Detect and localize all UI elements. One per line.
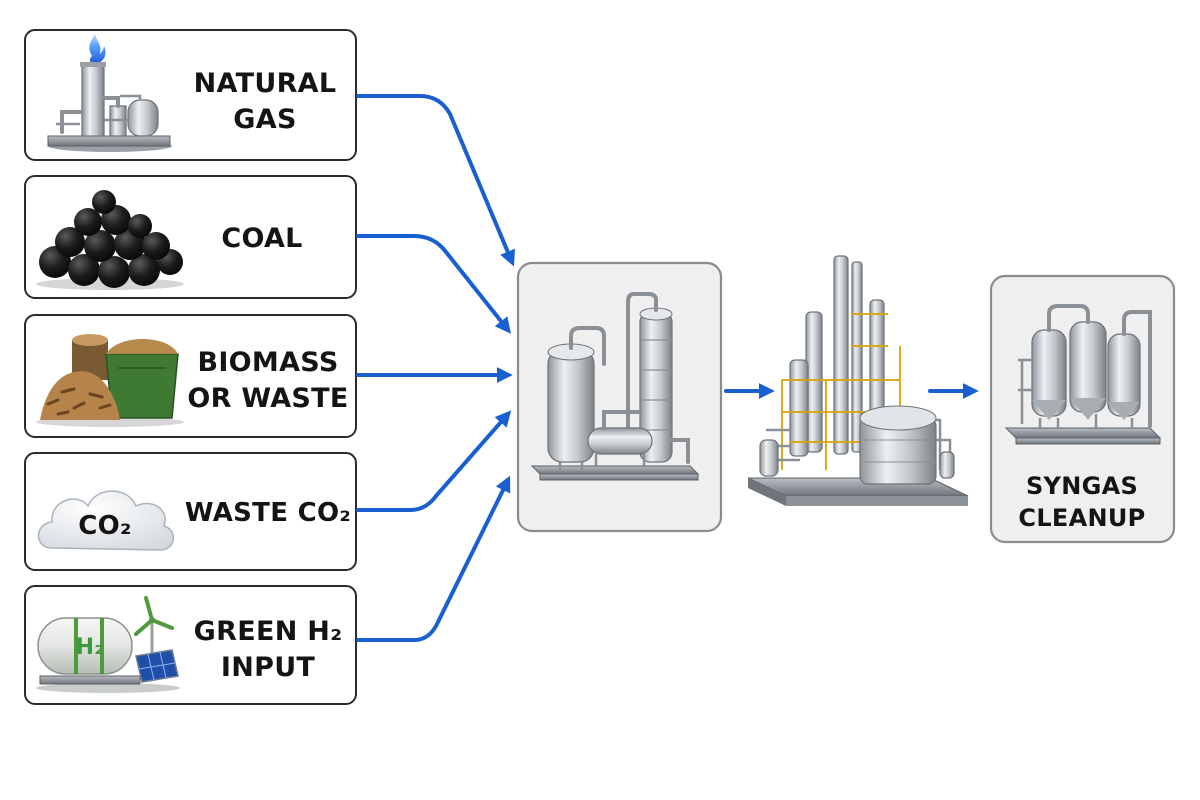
input-label-line: COAL bbox=[221, 223, 302, 254]
cleanup-label-line: CLEANUP bbox=[1018, 504, 1145, 532]
arrow-natural-gas bbox=[356, 94, 516, 267]
syngas-cleanup-stage: SYNGAS CLEANUP bbox=[989, 274, 1176, 544]
arrow-coal bbox=[356, 234, 511, 334]
input-biomass: BIOMASS OR WASTE bbox=[24, 314, 357, 438]
input-waste-co2: CO₂ WASTE CO₂ bbox=[24, 452, 357, 571]
input-label-line: GREEN H₂ bbox=[194, 616, 343, 647]
input-label-line: OR WASTE bbox=[187, 383, 348, 414]
co2-cloud-icon: CO₂ bbox=[37, 490, 174, 551]
input-green-h2: H₂ GREEN H₂ INPUT bbox=[24, 585, 357, 705]
arrow-green-h2 bbox=[356, 475, 511, 642]
h2-tank-wind-solar-icon: H₂ bbox=[36, 596, 180, 693]
input-label-line: GAS bbox=[233, 104, 296, 135]
gasifier-reactor-icon bbox=[530, 292, 700, 481]
cleanup-label-line: SYNGAS bbox=[1026, 472, 1138, 500]
input-label-line: BIOMASS bbox=[197, 347, 338, 378]
input-label-line: WASTE CO₂ bbox=[185, 498, 351, 528]
input-natural-gas: NATURAL GAS bbox=[24, 29, 357, 161]
co2-cloud-text: CO₂ bbox=[78, 511, 131, 541]
h2-tank-text: H₂ bbox=[76, 635, 105, 660]
refinery-plant-stage bbox=[747, 255, 969, 506]
cleanup-vessels-icon bbox=[1004, 304, 1162, 445]
refinery-plant-icon bbox=[747, 255, 969, 506]
coal-pile-icon bbox=[36, 190, 184, 290]
input-label-line: INPUT bbox=[221, 652, 316, 683]
arrow-waste-co2 bbox=[356, 410, 512, 512]
flow-arrows bbox=[356, 94, 979, 642]
input-label-line: NATURAL bbox=[194, 68, 337, 99]
gas-plant-flame-icon bbox=[47, 34, 172, 152]
input-coal: COAL bbox=[24, 175, 357, 299]
gasifier-stage bbox=[516, 261, 723, 533]
biomass-bin-icon bbox=[36, 334, 184, 427]
